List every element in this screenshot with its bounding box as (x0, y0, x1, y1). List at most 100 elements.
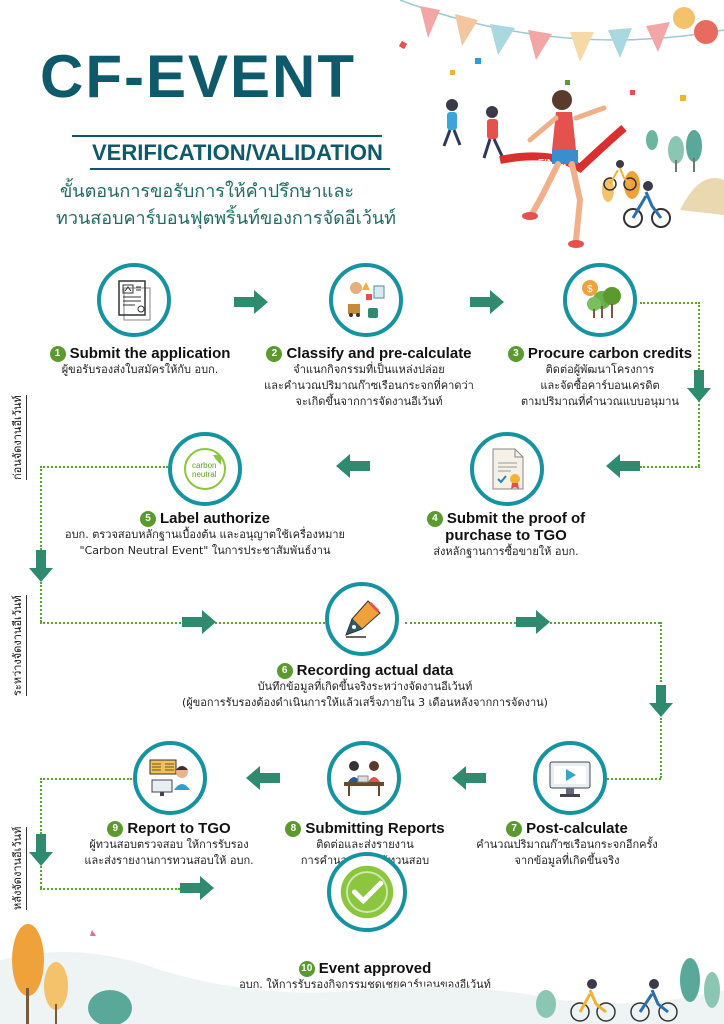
connector (698, 400, 700, 466)
step-9-icon-circle (133, 741, 207, 815)
connector (40, 866, 42, 888)
reviewer-icon (149, 759, 190, 796)
step-title: Classify and pre-calculate (286, 345, 472, 362)
step-desc: ส่งหลักฐานการซื้อขายให้ อบก. (433, 545, 579, 558)
connector (40, 778, 132, 780)
arrow-right (234, 290, 268, 314)
arrow-right (516, 610, 550, 634)
page-subtitle: VERIFICATION/VALIDATION (92, 140, 383, 165)
step-number: 6 (276, 663, 293, 679)
step-number: 2 (266, 346, 283, 362)
connector (660, 622, 662, 682)
label-text: carbon (192, 461, 216, 470)
step-desc: จะเกิดขึ้นจากการจัดงานอีเว้นท์ (295, 395, 443, 408)
phase-label-before: ก่อนจัดงานอีเว้นท์ (8, 395, 27, 480)
step-title: Submit the application (69, 345, 231, 362)
arrow-left (606, 454, 640, 478)
step-desc: (ผู้ขอการรับรองต้องดำเนินการให้แล้วเสร็จ… (182, 696, 548, 709)
step-number: 9 (107, 821, 124, 837)
connector (640, 466, 700, 468)
connector (698, 302, 700, 370)
pen-nib-icon (345, 600, 381, 638)
step-number: 7 (506, 821, 523, 837)
step-title-line-2: purchase to TGO (445, 527, 567, 544)
step-title: Event approved (318, 960, 432, 977)
step-desc: คำนวณปริมาณก๊าซเรือนกระจกอีกครั้ง (476, 838, 658, 851)
thai-title-line-1: ขั้นตอนการขอรับการให้คำปรึกษาและ (60, 181, 355, 202)
trees-coin-icon: $ (582, 280, 621, 318)
svg-text:$: $ (587, 284, 593, 295)
checkmark-icon (340, 865, 394, 919)
connector (40, 778, 42, 834)
meeting-icon (344, 761, 384, 796)
step-number: 4 (426, 511, 443, 527)
connector (40, 466, 42, 550)
activities-icon (348, 282, 385, 318)
arrow-left (246, 766, 280, 790)
step-desc: ผู้ขอรับรองส่งใบสมัครให้กับ อบก. (61, 363, 219, 376)
step-number: 8 (285, 821, 302, 837)
connector (603, 778, 661, 780)
title-divider (72, 135, 382, 137)
step-7-icon-circle (533, 741, 607, 815)
arrow-down (29, 550, 53, 582)
step-number: 3 (507, 346, 524, 362)
connector (640, 302, 700, 304)
step-desc: "Carbon Neutral Event" ในการประชาสัมพันธ… (79, 544, 331, 557)
thai-title-line-2: ทวนสอบคาร์บอนฟุตพริ้นท์ของการจัดอีเว้นท์ (56, 208, 397, 229)
phase-label-after: หลังจัดงานอีเว้นท์ (8, 826, 27, 910)
label-text: neutral (192, 470, 217, 479)
step-desc: จำแนกกิจกรรมที่เป็นแหล่งปล่อย (293, 363, 445, 376)
arrow-left (336, 454, 370, 478)
arrow-right (470, 290, 504, 314)
arrow-right (180, 876, 214, 900)
step-desc: ตามปริมาณที่คำนวณแบบอนุมาน (521, 395, 679, 408)
step-title: Post-calculate (526, 820, 628, 837)
connector (40, 582, 42, 622)
step-desc: ผู้ทวนสอบตรวจสอบ ให้การรับรอง (89, 838, 249, 851)
step-desc: อบก. ตรวจสอบหลักฐานเบื้องต้น และอนุญาตใช… (64, 528, 346, 541)
phase-label-during: ระหว่างจัดงานอีเว้นท์ (8, 595, 27, 696)
connector (40, 888, 180, 890)
step-10-icon-circle (327, 852, 407, 932)
footer-decoration (0, 924, 724, 1024)
arrow-right (182, 610, 216, 634)
step-title: Label authorize (159, 510, 271, 527)
step-title: Recording actual data (296, 662, 454, 679)
step-title: Submitting Reports (305, 820, 445, 837)
application-form-icon (118, 280, 151, 321)
step-desc: ติดต่อผู้พัฒนาโครงการ (545, 363, 655, 376)
subtitle-divider (90, 168, 390, 170)
step-desc: จากข้อมูลที่เกิดขึ้นจริง (514, 854, 620, 867)
header-decoration: FINISH (398, 0, 724, 248)
step-4-icon-circle (470, 432, 544, 506)
step-desc: และส่งรายงานการทวนสอบให้ อบก. (84, 854, 254, 867)
step-number: 1 (49, 346, 66, 362)
arrow-down (649, 685, 673, 717)
step-title: Procure carbon credits (527, 345, 693, 362)
step-title: Submit the proof of (446, 510, 586, 527)
step-number: 5 (139, 511, 156, 527)
step-2-icon-circle (329, 263, 403, 337)
arrow-down (687, 370, 711, 402)
step-3-icon-circle: $ (563, 263, 637, 337)
step-desc: บันทึกข้อมูลที่เกิดขึ้นจริงระหว่างจัดงาน… (257, 680, 473, 693)
step-desc: ติดต่อและส่งรายงาน (316, 838, 414, 851)
step-6-icon-circle (325, 582, 399, 656)
step-desc: และจัดซื้อคาร์บอนเครดิต (540, 379, 660, 392)
monitor-icon (549, 761, 591, 797)
arrow-left (452, 766, 486, 790)
step-number: 10 (298, 961, 315, 977)
step-1-icon-circle (97, 263, 171, 337)
connector (40, 466, 168, 468)
step-desc: และคำนวณปริมาณก๊าซเรือนกระจกที่คาดว่า (264, 379, 474, 392)
